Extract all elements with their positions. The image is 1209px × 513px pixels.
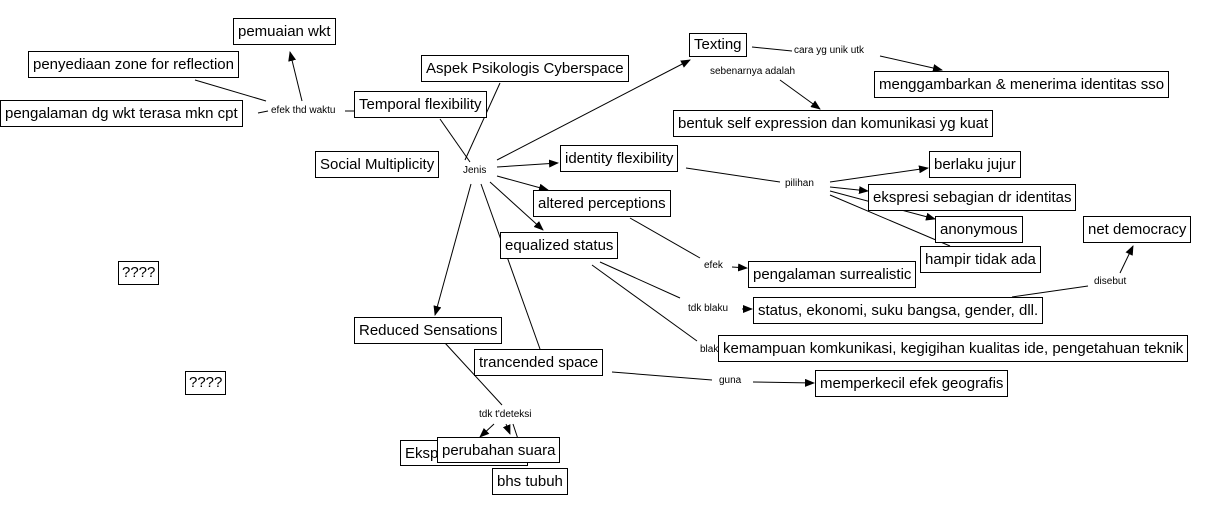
edge xyxy=(591,264,698,342)
edge xyxy=(502,423,511,435)
node-unknown-2[interactable]: ???? xyxy=(185,371,227,395)
node-berlaku-jujur[interactable]: berlaku jujur xyxy=(929,151,1021,178)
edge xyxy=(496,159,559,168)
node-temporal-flexibility[interactable]: Temporal flexibility xyxy=(354,91,487,118)
edge xyxy=(751,46,793,52)
node-perubahan-suara[interactable]: perubahan suara xyxy=(437,437,561,463)
edge xyxy=(685,167,781,183)
edge xyxy=(496,175,549,192)
node-anonymous[interactable]: anonymous xyxy=(935,216,1023,243)
node-net-democracy[interactable]: net democracy xyxy=(1083,216,1192,243)
edge xyxy=(489,181,544,231)
edge xyxy=(288,51,303,102)
node-social-multiplicity[interactable]: Social Multiplicity xyxy=(315,151,440,178)
link-sebenarnya: sebenarnya adalah xyxy=(709,66,797,77)
edge xyxy=(829,165,929,183)
node-reduced-sensations[interactable]: Reduced Sensations xyxy=(354,317,503,344)
edge xyxy=(433,183,472,316)
link-guna: guna xyxy=(718,375,743,386)
edge xyxy=(1119,245,1134,274)
edge xyxy=(829,194,951,247)
link-cara-unik: cara yg unik utk xyxy=(793,45,866,56)
edge xyxy=(731,263,748,272)
node-altered-perceptions[interactable]: altered perceptions xyxy=(533,190,671,217)
node-penyediaan-zone[interactable]: penyediaan zone for reflection xyxy=(28,51,239,78)
node-trancended-space[interactable]: trancended space xyxy=(474,349,604,376)
link-tdk-terdeteksi: tdk t'deteksi xyxy=(478,409,533,420)
node-texting[interactable]: Texting xyxy=(689,33,747,57)
edge xyxy=(444,342,503,406)
edge xyxy=(779,79,821,110)
node-aspek-psikologis[interactable]: Aspek Psikologis Cyberspace xyxy=(421,55,629,82)
node-ekspresi-sebagian[interactable]: ekspresi sebagian dr identitas xyxy=(868,184,1077,211)
node-identity-flexibility[interactable]: identity flexibility xyxy=(560,145,679,172)
edge xyxy=(611,371,713,381)
node-bentuk-self-expression[interactable]: bentuk self expression dan komunikasi yg… xyxy=(673,110,994,137)
edge xyxy=(829,186,869,195)
link-tdk-blaku: tdk blaku xyxy=(687,303,730,314)
edge xyxy=(496,59,691,161)
link-efek: efek xyxy=(703,260,724,271)
edge xyxy=(464,82,501,161)
edge xyxy=(194,79,267,102)
edge xyxy=(629,217,701,259)
node-equalized-status[interactable]: equalized status xyxy=(500,232,619,259)
edge xyxy=(257,110,269,114)
node-pengalaman-surrealistic[interactable]: pengalaman surrealistic xyxy=(748,261,917,288)
edge xyxy=(479,423,495,438)
node-hampir-tidak-ada[interactable]: hampir tidak ada xyxy=(920,246,1041,273)
node-kemampuan-komunikasi[interactable]: kemampuan komkunikasi, kegigihan kualita… xyxy=(718,335,1189,362)
node-memperkecil-efek[interactable]: memperkecil efek geografis xyxy=(815,370,1009,397)
node-bhs-tubuh[interactable]: bhs tubuh xyxy=(492,468,568,495)
edge xyxy=(1011,285,1089,298)
link-jenis: Jenis xyxy=(462,165,488,176)
node-pemuaian-wkt[interactable]: pemuaian wkt xyxy=(233,18,336,45)
link-efek-thd-waktu: efek thd waktu xyxy=(270,105,337,116)
edge xyxy=(752,378,815,387)
edge xyxy=(599,261,681,299)
edge xyxy=(879,55,943,72)
node-unknown-1[interactable]: ???? xyxy=(118,261,160,285)
link-disebut: disebut xyxy=(1093,276,1128,287)
edge xyxy=(480,183,541,350)
node-pengalaman-wkt[interactable]: pengalaman dg wkt terasa mkn cpt xyxy=(0,100,243,127)
node-menggambarkan[interactable]: menggambarkan & menerima identitas sso xyxy=(874,71,1170,98)
edge xyxy=(439,118,471,163)
node-status-ekonomi[interactable]: status, ekonomi, suku bangsa, gender, dl… xyxy=(753,297,1044,324)
link-blaku: blaku xyxy=(699,344,725,355)
link-pilihan: pilihan xyxy=(784,178,815,189)
